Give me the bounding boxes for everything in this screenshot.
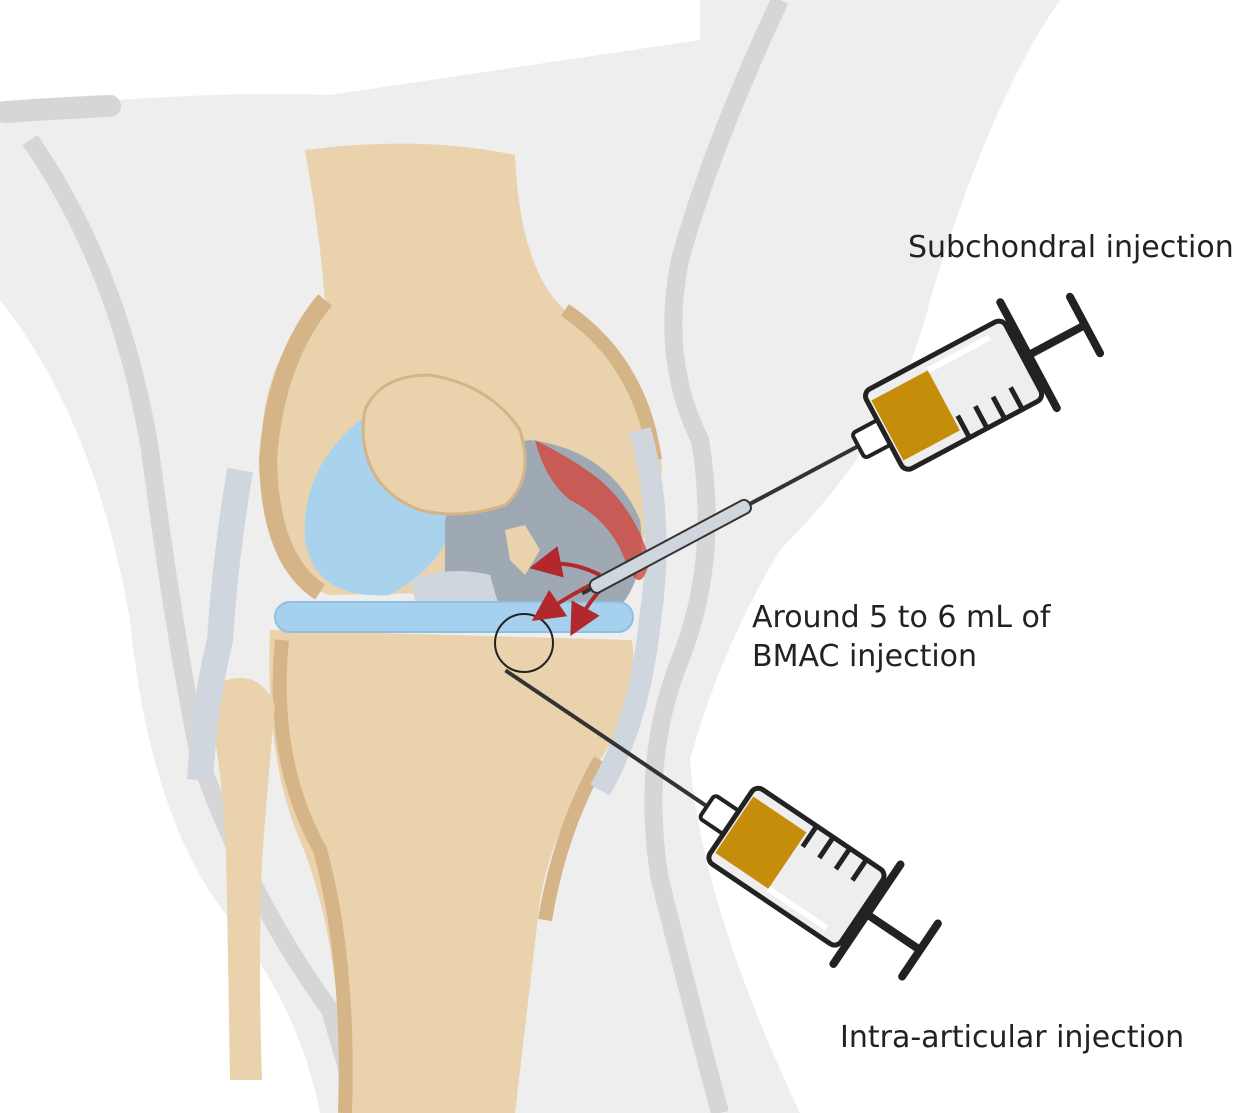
intra-articular-bmac-fluid [715, 796, 807, 889]
patella [361, 373, 527, 516]
tibia [269, 630, 634, 1113]
subchondral-cannula [588, 498, 752, 594]
bmac-volume-line2: BMAC injection [752, 639, 978, 674]
collateral-ligament [187, 427, 667, 796]
intra-articular-injection-label: Intra-articular injection [840, 1020, 1185, 1055]
bmac-volume-line1: Around 5 to 6 mL of [752, 600, 1051, 635]
intra-articular-syringe [504, 668, 942, 981]
injection-site-circle [494, 613, 554, 673]
subchondral-syringe [581, 292, 1105, 596]
inflammation [535, 440, 650, 580]
intra-articular-needle [504, 668, 710, 810]
subchondral-injection-label: Subchondral injection [908, 230, 1234, 265]
articular-cartilage [304, 420, 450, 596]
bmac-volume-label: Around 5 to 6 mL of BMAC injection [752, 598, 1050, 676]
fibula [205, 678, 275, 1080]
subchondral-bmac-fluid [871, 370, 960, 461]
